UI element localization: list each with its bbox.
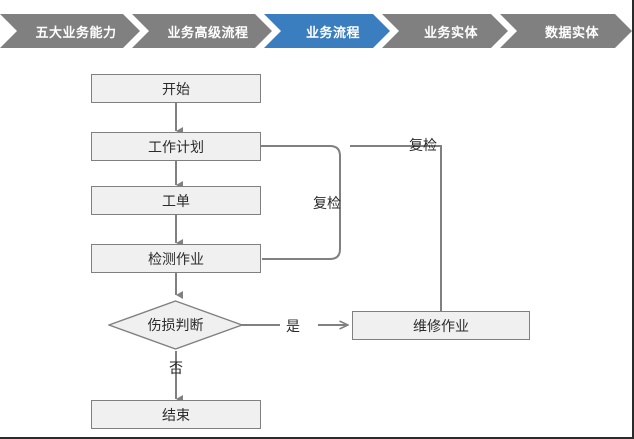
node-inspection[interactable]: 检测作业 <box>91 244 261 273</box>
breadcrumb-step-4[interactable]: 业务实体 <box>382 14 508 48</box>
breadcrumb-step-2-label: 业务高级流程 <box>167 24 249 40</box>
edge-repair-recheck-to-workplan <box>350 145 442 311</box>
breadcrumb-step-5-label: 数据实体 <box>544 24 599 40</box>
edge-label-recheck-inner: 复检 <box>313 195 341 211</box>
breadcrumb-step-5[interactable]: 数据实体 <box>500 14 632 48</box>
node-end-label: 结束 <box>162 406 190 423</box>
flowchart-connectors <box>175 103 442 403</box>
node-work-plan[interactable]: 工作计划 <box>91 132 261 161</box>
node-damage-decision-label: 伤损判断 <box>147 317 204 333</box>
node-end[interactable]: 结束 <box>91 400 261 429</box>
node-work-plan-label: 工作计划 <box>148 138 204 155</box>
breadcrumb-step-4-label: 业务实体 <box>423 24 478 40</box>
breadcrumb: 五大业务能力 业务高级流程 业务流程 业务实体 数据实体 <box>0 14 634 48</box>
edge-inspection-recheck-to-workplan <box>196 146 341 260</box>
breadcrumb-step-3-label: 业务流程 <box>305 24 360 40</box>
node-repair[interactable]: 维修作业 <box>352 311 530 340</box>
node-start[interactable]: 开始 <box>91 74 261 103</box>
edge-label-recheck-outer: 复检 <box>409 137 437 153</box>
breadcrumb-step-3[interactable]: 业务流程 <box>264 14 390 48</box>
flowchart: 开始 工作计划 工单 检测作业 伤损判断 维修作业 结束 复 <box>0 55 632 437</box>
breadcrumb-step-2[interactable]: 业务高级流程 <box>132 14 272 48</box>
node-inspection-label: 检测作业 <box>148 250 204 267</box>
node-work-order-label: 工单 <box>162 192 190 209</box>
breadcrumb-step-1-label: 五大业务能力 <box>35 24 117 40</box>
node-repair-label: 维修作业 <box>413 317 469 334</box>
node-work-order[interactable]: 工单 <box>91 186 261 215</box>
edge-label-yes: 是 <box>286 318 300 334</box>
node-damage-decision[interactable]: 伤损判断 <box>108 300 243 350</box>
node-start-label: 开始 <box>162 80 190 97</box>
diamond-shape <box>108 300 243 350</box>
edge-label-no: 否 <box>169 360 183 376</box>
breadcrumb-step-1[interactable]: 五大业务能力 <box>0 14 140 48</box>
